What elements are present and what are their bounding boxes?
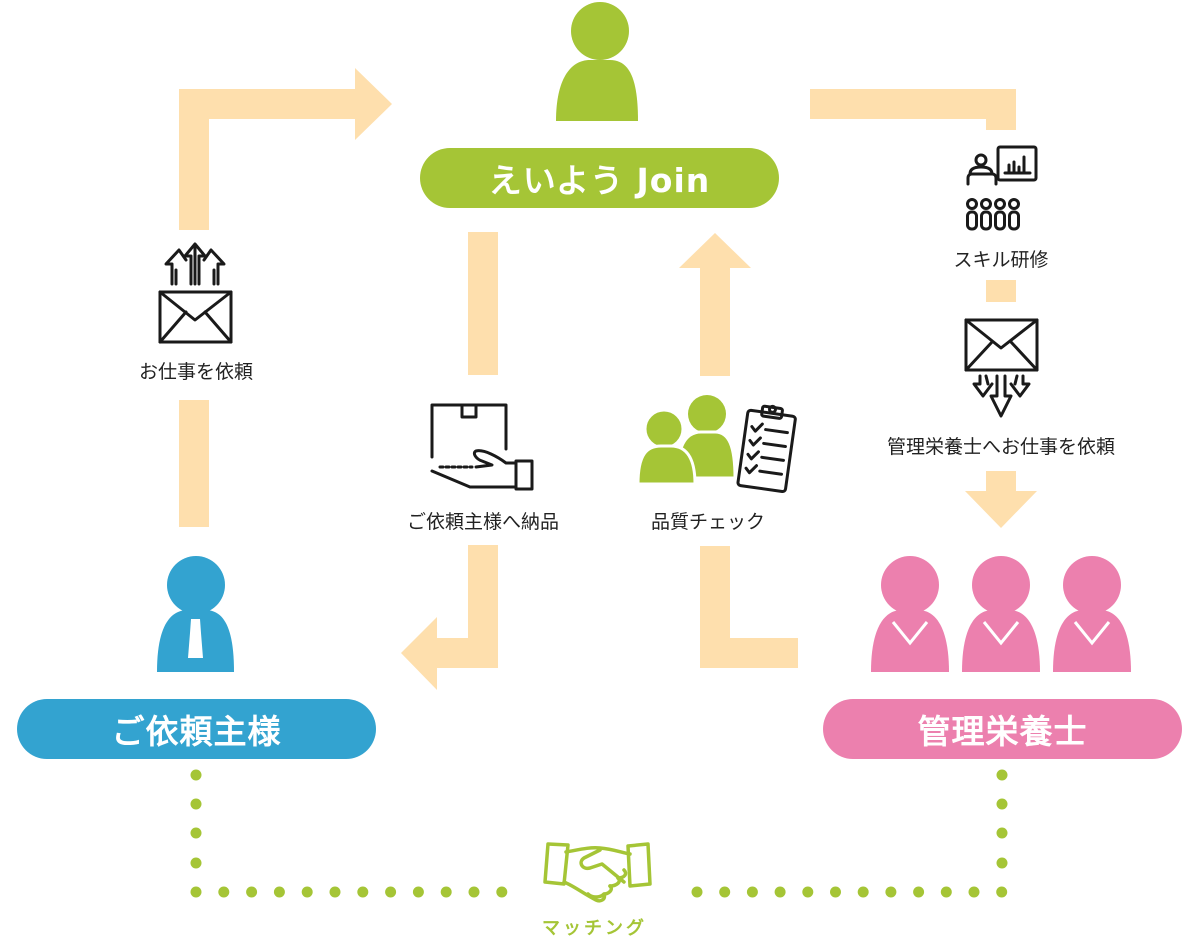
matching-dot [996, 827, 1008, 839]
businessperson-icon [157, 556, 234, 672]
arrow-join-to-client-upper-segment [468, 232, 498, 375]
matching-dot [691, 886, 703, 898]
collar-icon [982, 621, 1020, 646]
audience-body [980, 210, 992, 231]
audience-head [980, 198, 992, 210]
matching-dot [996, 769, 1008, 781]
mail-receive-icon [964, 318, 1039, 418]
matching-dot [246, 886, 258, 898]
matching-dot [440, 886, 452, 898]
audience-head [1008, 198, 1020, 210]
matching-dot [996, 798, 1008, 810]
nutritionist-person-icon [962, 556, 1040, 672]
matching-dot [385, 886, 397, 898]
matching-dot [857, 886, 869, 898]
eiyou-join-label: えいよう Join [488, 161, 711, 200]
arrow-check-to-join [679, 233, 751, 376]
step-label-request-nutritionist: 管理栄養士へお仕事を依頼 [886, 436, 1115, 458]
matching-dot [968, 886, 980, 898]
matching-label: マッチング [542, 918, 647, 939]
flow-arrows [179, 68, 1037, 690]
collar-icon [1073, 621, 1111, 646]
matching-dot [329, 886, 341, 898]
matching-dot [468, 886, 480, 898]
matching-dot [190, 886, 202, 898]
nutritionist-head [881, 556, 939, 614]
matching-dot [774, 886, 786, 898]
matching-dot [996, 886, 1008, 898]
arrow-client-to-join [179, 68, 392, 230]
nutritionist-head [972, 556, 1030, 614]
step-label-skill-training: スキル研修 [953, 249, 1049, 271]
handshake-icon [543, 842, 652, 903]
matching-dot [496, 886, 508, 898]
matching-dot [190, 798, 202, 810]
step-label-deliver: ご依頼主様へ納品 [406, 511, 559, 533]
arrow-nutritionist-to-check [700, 546, 798, 668]
group-of-three-persons-icon [871, 556, 1131, 672]
matching-dot [940, 886, 952, 898]
arrow-join-to-client [401, 545, 498, 690]
matching-dot [190, 827, 202, 839]
matching-dotted-line [190, 769, 1008, 898]
client-pill[interactable]: ご依頼主様 [17, 699, 376, 759]
matching-dot [746, 886, 758, 898]
client-label: ご依頼主様 [111, 712, 282, 751]
step-label-request-work: お仕事を依頼 [138, 361, 253, 383]
nutritionist-head [1063, 556, 1121, 614]
quality-check-clipboard-icon [636, 395, 797, 493]
matching-dot [218, 886, 230, 898]
audience-head [966, 198, 978, 210]
package-delivery-hand-icon [430, 403, 534, 491]
matching-dot [719, 886, 731, 898]
collar-icon [891, 621, 929, 646]
nutritionists-pill[interactable]: 管理栄養士 [823, 699, 1182, 759]
matching-dot [412, 886, 424, 898]
step-label-quality-check: 品質チェック [650, 511, 765, 533]
audience-head [994, 198, 1006, 210]
arrow-training-to-mail-segment [986, 280, 1016, 302]
arrow-join-to-training [810, 89, 1016, 130]
audience-body [994, 210, 1006, 231]
audience-body [966, 210, 978, 231]
training-presentation-icon [966, 145, 1038, 231]
arrow-to-nutritionists [965, 471, 1037, 528]
matching-dot [830, 886, 841, 898]
matching-dot [802, 886, 814, 898]
eiyou-join-pill[interactable]: えいよう Join [420, 148, 779, 208]
person-icon [556, 2, 638, 121]
matching-dot [190, 857, 202, 869]
matching-dot [913, 886, 925, 898]
nutritionists-label: 管理栄養士 [917, 712, 1088, 751]
matching-dot [885, 886, 897, 898]
matching-dot [357, 886, 369, 898]
mail-send-icon [158, 242, 233, 344]
matching-dot [301, 886, 313, 898]
matching-dot [190, 769, 202, 781]
audience-body [1008, 210, 1020, 231]
nutritionist-person-icon [1053, 556, 1131, 672]
matching-dot [996, 857, 1008, 869]
arrow-client-to-join-lower-segment [179, 400, 209, 527]
nutritionist-person-icon [871, 556, 949, 672]
matching-dot [273, 886, 285, 898]
